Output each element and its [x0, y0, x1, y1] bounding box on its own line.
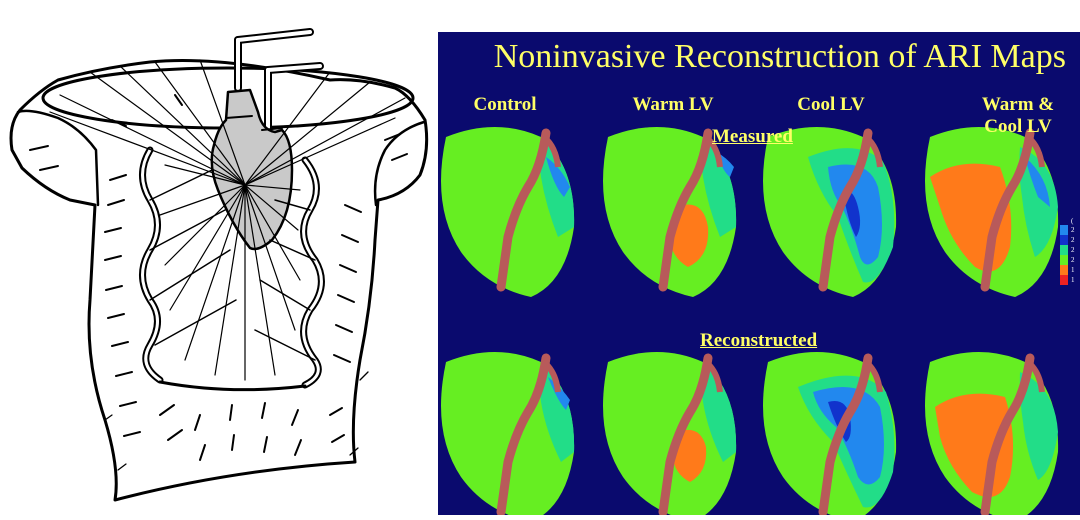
heart-reconstructed-cool-lv	[763, 352, 896, 515]
legend-label: 1	[1071, 276, 1075, 284]
ari-maps-slide: Noninvasive Reconstruction of ARI Maps C…	[438, 32, 1080, 515]
legend-swatch	[1060, 265, 1068, 275]
legend-label: 2	[1071, 226, 1075, 234]
slide-title: Noninvasive Reconstruction of ARI Maps	[438, 38, 1080, 76]
legend-label: 2	[1071, 236, 1075, 244]
heart-measured-control	[441, 127, 574, 297]
column-label-warm-lv: Warm LV	[618, 94, 728, 116]
column-label-control: Control	[460, 94, 550, 116]
heart-reconstructed-control	[441, 352, 574, 515]
column-label-cool-lv: Cool LV	[776, 94, 886, 116]
heart-measured-warm-lv	[603, 127, 736, 297]
heart-measured-warm-cool-lv	[925, 127, 1058, 297]
heart-reconstructed-warm-cool-lv	[925, 352, 1058, 515]
legend-swatch	[1060, 245, 1068, 255]
legend-swatch	[1060, 275, 1068, 285]
legend-label: 1	[1071, 266, 1075, 274]
section-label-reconstructed: Reconstructed	[700, 330, 817, 352]
legend-label: 2	[1071, 256, 1075, 264]
legend-swatch	[1060, 225, 1068, 235]
heart-reconstructed-warm-lv	[603, 352, 736, 515]
legend-label: 2	[1071, 246, 1075, 254]
legend-swatch	[1060, 235, 1068, 245]
section-label-measured: Measured	[712, 126, 793, 148]
legend-swatch	[1060, 255, 1068, 265]
column-label-warm-cool-lv: Warm & Cool LV	[963, 94, 1073, 138]
heart-measured-cool-lv	[763, 127, 896, 297]
color-legend	[1060, 225, 1068, 285]
torso-tank-drawing	[0, 0, 436, 515]
legend-label: (	[1071, 217, 1073, 225]
torso-tank-illustration	[0, 0, 436, 515]
